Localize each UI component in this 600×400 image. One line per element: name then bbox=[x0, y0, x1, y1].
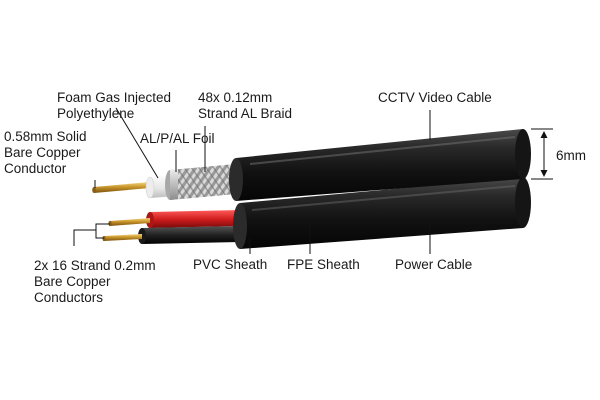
label-dimension-6mm: 6mm bbox=[556, 148, 586, 164]
label-braid-line-1: 48x 0.12mm bbox=[198, 90, 273, 105]
label-al-p-al-foil: AL/P/AL Foil bbox=[140, 131, 215, 147]
dimension-arrow-up bbox=[540, 131, 548, 138]
label-stranded-line-3: Conductors bbox=[34, 290, 104, 305]
cctv-cable-far-end bbox=[515, 129, 531, 179]
solid-copper-conductor-end bbox=[92, 187, 96, 193]
copper-conductor-upper bbox=[110, 218, 150, 226]
label-stranded-line-1: 2x 16 Strand 0.2mm bbox=[34, 258, 156, 273]
label-pvc-text: PVC Sheath bbox=[193, 257, 268, 272]
label-solid-line-1: 0.58mm Solid bbox=[4, 129, 87, 144]
label-stranded-line-2: Bare Copper bbox=[34, 274, 111, 289]
label-braid-line-2: Strand AL Braid bbox=[198, 106, 293, 121]
label-foam-line-2: Polyethylene bbox=[57, 106, 135, 121]
leader-lines bbox=[73, 107, 431, 254]
power-cable-sheath bbox=[240, 177, 523, 249]
label-pvc-sheath: PVC Sheath bbox=[193, 257, 267, 273]
power-sheath-highlight bbox=[251, 185, 516, 211]
label-power-text: Power Cable bbox=[395, 257, 473, 272]
power-cable-far-end bbox=[515, 177, 531, 228]
cctv-cable-sheath bbox=[236, 129, 523, 201]
solid-copper-conductor bbox=[94, 182, 150, 193]
label-al-braid: 48x 0.12mm Strand AL Braid bbox=[198, 90, 292, 122]
copper-conductor-lower bbox=[104, 234, 142, 241]
label-solid-conductor: 0.58mm Solid Bare Copper Conductor bbox=[4, 129, 87, 177]
black-conductor-insulation bbox=[142, 226, 240, 244]
label-6mm-text: 6mm bbox=[556, 148, 586, 163]
leader-stranded-2 bbox=[95, 230, 104, 239]
label-stranded-conductors: 2x 16 Strand 0.2mm Bare Copper Conductor… bbox=[34, 258, 156, 306]
label-fpe-text: FPE Sheath bbox=[287, 257, 360, 272]
label-solid-line-3: Conductor bbox=[4, 161, 67, 176]
red-conductor-insulation bbox=[150, 210, 240, 228]
dimension-arrow-down bbox=[540, 170, 548, 177]
power-cable bbox=[102, 177, 531, 249]
foam-dielectric-end bbox=[145, 176, 155, 199]
al-braid-cross-weave bbox=[170, 164, 236, 200]
label-cctv-text: CCTV Video Cable bbox=[378, 90, 492, 105]
cctv-cable-sheath-end bbox=[229, 158, 243, 201]
power-cable-sheath-end bbox=[233, 203, 247, 249]
leader-foam bbox=[115, 107, 159, 179]
dimension-6mm bbox=[531, 128, 553, 180]
label-cctv-video-cable: CCTV Video Cable bbox=[378, 90, 492, 106]
label-foam-line-1: Foam Gas Injected bbox=[57, 90, 172, 105]
label-foam-dielectric: Foam Gas Injected Polyethylene bbox=[57, 90, 171, 122]
al-p-al-foil bbox=[170, 169, 178, 200]
leader-stranded-1 bbox=[73, 223, 110, 246]
label-fpe-sheath: FPE Sheath bbox=[287, 257, 360, 273]
label-solid-line-2: Bare Copper bbox=[4, 145, 81, 160]
cctv-cable bbox=[92, 129, 531, 211]
cctv-sheath-highlight bbox=[249, 136, 516, 165]
label-power-cable: Power Cable bbox=[395, 257, 472, 273]
label-foil-text: AL/P/AL Foil bbox=[140, 131, 215, 146]
